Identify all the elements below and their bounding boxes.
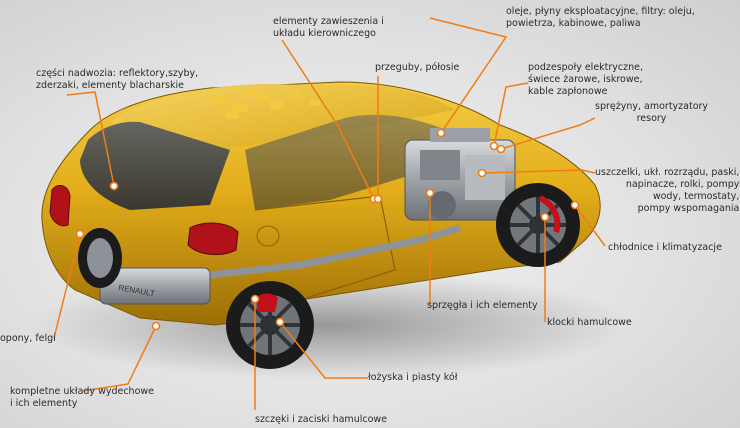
- exhaust-pipe: [209, 224, 462, 279]
- leader-endpoints: [75, 128, 580, 331]
- label-tyres-text: opony, felgi: [0, 333, 56, 344]
- label-springs: sprężyny, amortyzatory resory: [595, 101, 708, 125]
- label-electrical: podzespoły elektryczne, świece żarowe, i…: [528, 62, 643, 98]
- label-seals-text: uszczelki, ukł. rozrządu, paski, napinac…: [595, 167, 740, 214]
- label-electrical-text: podzespoły elektryczne, świece żarowe, i…: [528, 62, 644, 97]
- label-bearings-text: łożyska i piasty kół: [368, 372, 458, 383]
- rear-brake-caliper: [256, 293, 278, 312]
- label-joints: przeguby, półosie: [375, 62, 459, 74]
- label-clutch: sprzęgła i ich elementy: [427, 300, 538, 312]
- door-line: [254, 195, 396, 301]
- car-roof: [110, 84, 455, 150]
- label-exhaust: kompletne układy wydechowe i ich element…: [10, 386, 154, 410]
- label-clutch-text: sprzęgła i ich elementy: [427, 300, 538, 311]
- label-suspension: elementy zawieszenia i układu kierownicz…: [273, 16, 384, 40]
- label-bearings: łożyska i piasty kół: [368, 372, 457, 384]
- label-fluids: oleje, płyny eksploatacyjne, filtry: ole…: [506, 6, 695, 30]
- label-cooling-text: chłodnice i klimatyzacje: [608, 242, 722, 253]
- fuel-cap: [256, 225, 280, 247]
- roof-tiles: [212, 90, 320, 119]
- rear-left-wheel: [78, 228, 122, 288]
- label-pads: klocki hamulcowe: [547, 317, 632, 329]
- side-window: [245, 114, 460, 210]
- rear-light: [187, 222, 239, 256]
- label-suspension-text: elementy zawieszenia i układu kierownicz…: [273, 16, 384, 39]
- label-fluids-text: oleje, płyny eksploatacyjne, filtry: ole…: [506, 6, 695, 29]
- label-seals: uszczelki, ukł. rozrządu, paski, napinac…: [595, 167, 739, 215]
- label-calipers-text: szczęki i zaciski hamulcowe: [255, 414, 387, 425]
- label-body-parts: części nadwozia: reflektory,szyby, zderz…: [36, 68, 198, 92]
- engine-block: [404, 128, 516, 221]
- label-pads-text: klocki hamulcowe: [547, 317, 632, 328]
- label-joints-text: przeguby, półosie: [375, 62, 460, 73]
- label-body-parts-text: części nadwozia: reflektory,szyby, zderz…: [36, 68, 199, 91]
- leader-lines: [53, 17, 606, 410]
- label-exhaust-text: kompletne układy wydechowe i ich element…: [10, 386, 155, 409]
- label-cooling: chłodnice i klimatyzacje: [608, 242, 722, 254]
- label-calipers: szczęki i zaciski hamulcowe: [255, 414, 387, 426]
- rear-light-left: [49, 184, 71, 227]
- front-wheel: [496, 183, 580, 267]
- label-springs-text: sprężyny, amortyzatory resory: [595, 101, 709, 124]
- label-tyres: opony, felgi: [0, 333, 56, 345]
